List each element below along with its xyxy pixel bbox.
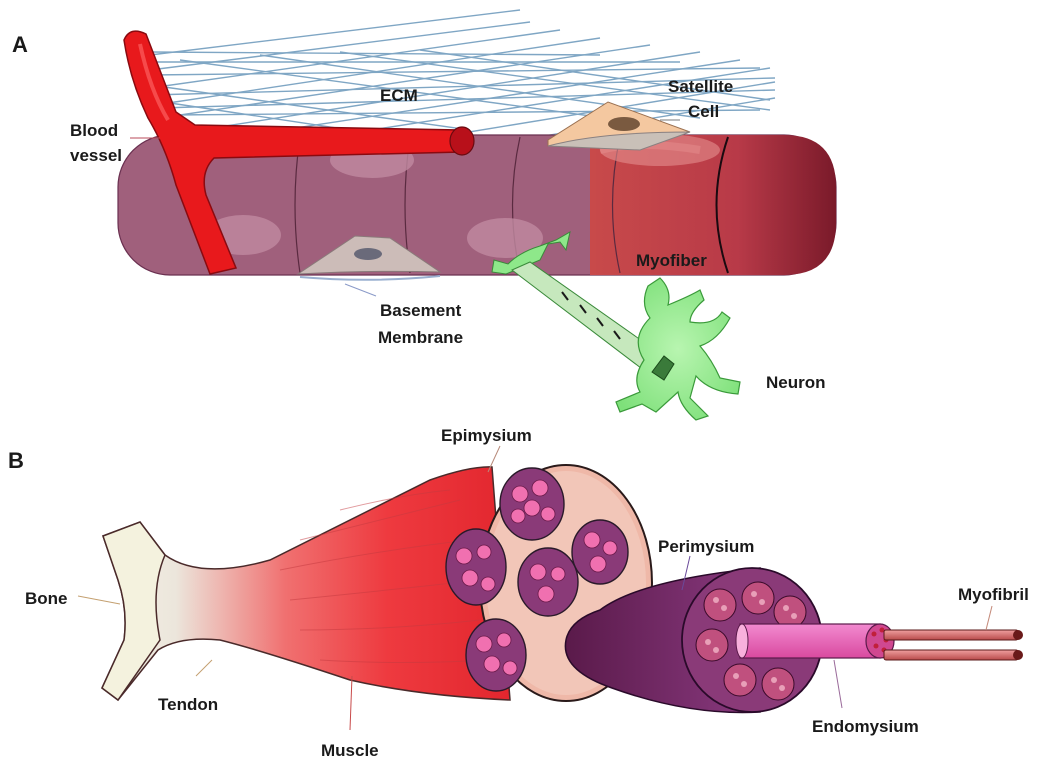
- label-myofiber: Myofiber: [636, 251, 707, 270]
- myofibrils: [884, 630, 1023, 660]
- label-satellite-cell-line2: Cell: [688, 102, 719, 121]
- panel-label-b: B: [8, 448, 24, 473]
- label-basement-membrane-line2: Membrane: [378, 328, 463, 347]
- label-perimysium: Perimysium: [658, 537, 754, 556]
- label-bone: Bone: [25, 589, 68, 608]
- label-tendon: Tendon: [158, 695, 218, 714]
- label-endomysium: Endomysium: [812, 717, 919, 736]
- label-blood-vessel-line1: Blood: [70, 121, 118, 140]
- label-basement-membrane-line1: Basement: [380, 301, 462, 320]
- label-myofibril: Myofibril: [958, 585, 1029, 604]
- label-satellite-cell-line1: Satellite: [668, 77, 733, 96]
- ecm-fibers: [150, 10, 775, 140]
- endomysium-fiber: [736, 624, 894, 658]
- label-neuron: Neuron: [766, 373, 826, 392]
- label-blood-vessel-line2: vessel: [70, 146, 122, 165]
- label-muscle: Muscle: [321, 741, 379, 760]
- label-ecm: ECM: [380, 86, 418, 105]
- panel-label-a: A: [12, 32, 28, 57]
- label-epimysium: Epimysium: [441, 426, 532, 445]
